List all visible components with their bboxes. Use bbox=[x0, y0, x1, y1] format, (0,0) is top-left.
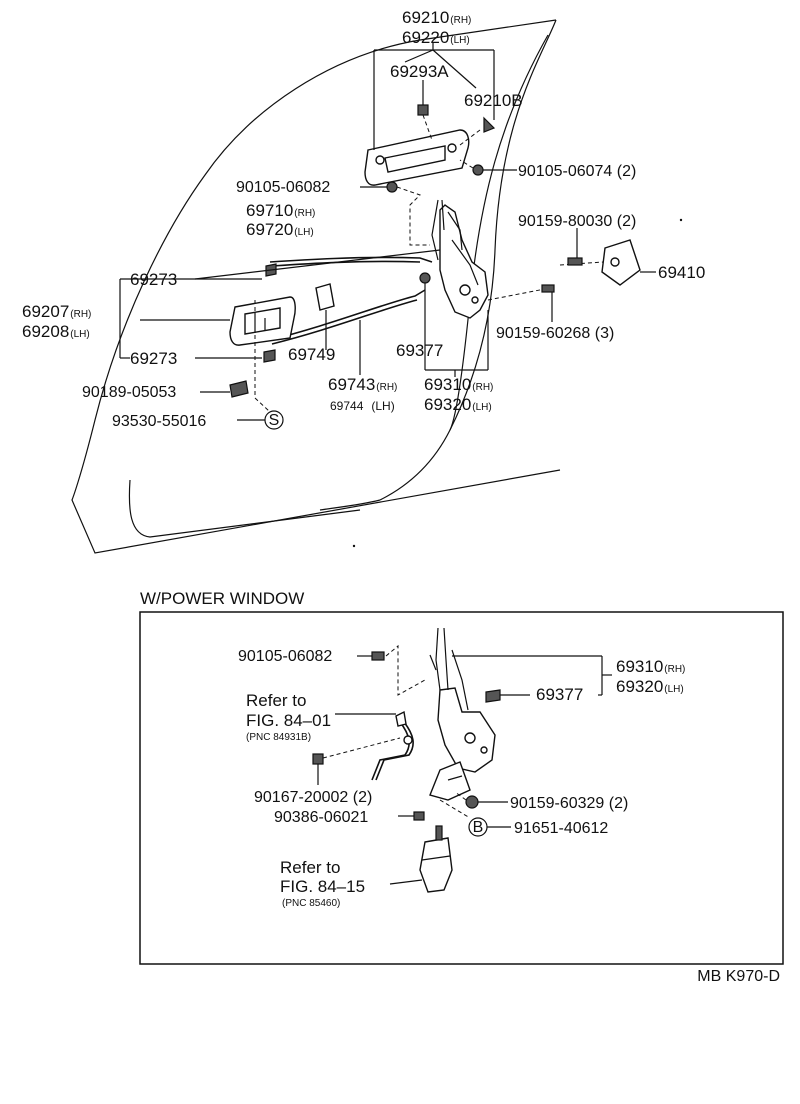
screw-90386-06021 bbox=[398, 811, 425, 821]
label-90167-20002: 90167-20002 (2) bbox=[254, 789, 372, 806]
label-90105-06082-lower: 90105-06082 bbox=[238, 648, 332, 665]
label-90159-60329: 90159-60329 (2) bbox=[510, 795, 628, 812]
label-69273-upper: 69273 bbox=[130, 270, 177, 289]
label-93530-55016: 93530-55016 bbox=[112, 413, 206, 430]
label-refer2-pnc: (PNC 85460) bbox=[282, 898, 340, 909]
b-mark-symbol: B bbox=[439, 799, 511, 837]
label-refer2-line2: FIG. 84–15 bbox=[280, 877, 365, 896]
rod-69710 bbox=[269, 256, 433, 267]
screw-90159-60329 bbox=[454, 791, 508, 809]
outside-handle-part bbox=[364, 129, 470, 186]
rod-69743 bbox=[269, 289, 426, 345]
power-window-frame bbox=[139, 611, 784, 965]
label-69744: 69744(LH) bbox=[330, 399, 395, 413]
screw-90167-20002 bbox=[312, 737, 401, 785]
label-90159-60268: 90159-60268 (3) bbox=[496, 325, 614, 342]
label-90386-06021: 90386-06021 bbox=[274, 809, 368, 826]
label-69310-lower: 69310(RH) bbox=[616, 657, 685, 676]
label-69749: 69749 bbox=[288, 345, 335, 364]
label-69410: 69410 bbox=[658, 263, 705, 282]
lower-69310-bracket bbox=[452, 655, 612, 696]
door-outline bbox=[71, 19, 683, 554]
label-refer1-line2: FIG. 84–01 bbox=[246, 711, 331, 730]
clip-69210b bbox=[459, 116, 496, 146]
label-69320-lower: 69320(LH) bbox=[616, 677, 684, 696]
label-69743: 69743(RH) bbox=[328, 375, 397, 394]
label-90189-05053: 90189-05053 bbox=[82, 384, 176, 401]
label-69293a: 69293A bbox=[390, 62, 449, 81]
lower-lock-assembly-part bbox=[429, 627, 496, 773]
clip-69377-lower bbox=[485, 689, 530, 703]
lower-cable-part bbox=[371, 721, 414, 781]
s-mark-label: S bbox=[269, 412, 280, 429]
label-91651-40612: 91651-40612 bbox=[514, 820, 608, 837]
label-69210: 69210(RH) bbox=[402, 8, 471, 27]
screw-90105-06082-upper bbox=[360, 181, 430, 246]
bracket-69749-part bbox=[315, 283, 335, 345]
label-69210b: 69210B bbox=[464, 91, 523, 110]
label-refer1-pnc: (PNC 84931B) bbox=[246, 732, 311, 743]
label-69273-lower: 69273 bbox=[130, 349, 177, 368]
label-69207: 69207(RH) bbox=[22, 302, 91, 321]
door-lock-assembly-part bbox=[431, 199, 551, 319]
label-69208: 69208(LH) bbox=[22, 322, 90, 341]
s-mark-symbol: S bbox=[264, 410, 284, 430]
label-90159-80030: 90159-80030 (2) bbox=[518, 213, 636, 230]
label-refer1-line1: Refer to bbox=[246, 691, 306, 710]
label-90105-06082: 90105-06082 bbox=[236, 179, 330, 196]
label-69710: 69710(RH) bbox=[246, 201, 315, 220]
label-69720: 69720(LH) bbox=[246, 220, 314, 239]
clip-69377-upper bbox=[419, 272, 431, 340]
screw-90105-06082-lower bbox=[357, 644, 426, 696]
screw-90159-60268 bbox=[541, 284, 555, 322]
lower-labels: 90105-06082 69310(RH) 69320(LH) 69377 Re… bbox=[238, 648, 685, 909]
screw-90105-06074 bbox=[459, 159, 517, 176]
figure-code: MB K970-D bbox=[697, 968, 780, 985]
clip-90189-05053 bbox=[200, 380, 249, 398]
handle-label-bracket bbox=[373, 43, 495, 150]
power-window-heading: W/POWER WINDOW bbox=[140, 589, 304, 608]
lower-bracket-part bbox=[429, 761, 471, 801]
upper-labels: 69210(RH) 69220(LH) 69293A 69210B 90105-… bbox=[22, 8, 705, 430]
label-refer2-line1: Refer to bbox=[280, 858, 340, 877]
inside-handle-part bbox=[229, 296, 296, 346]
door-lock-motor-part bbox=[389, 825, 453, 893]
label-69320-upper: 69320(LH) bbox=[424, 395, 492, 414]
label-69220: 69220(LH) bbox=[402, 28, 470, 47]
label-69310-upper: 69310(RH) bbox=[424, 375, 493, 394]
striker-69410-part bbox=[559, 228, 656, 286]
clip-69273-lower bbox=[263, 349, 276, 363]
leader-lines-upper bbox=[119, 249, 489, 421]
label-69377-lower: 69377 bbox=[536, 685, 583, 704]
label-90105-06074: 90105-06074 (2) bbox=[518, 163, 636, 180]
screw-69293a bbox=[417, 80, 433, 141]
label-69377: 69377 bbox=[396, 341, 443, 360]
b-mark-label: B bbox=[473, 819, 484, 836]
